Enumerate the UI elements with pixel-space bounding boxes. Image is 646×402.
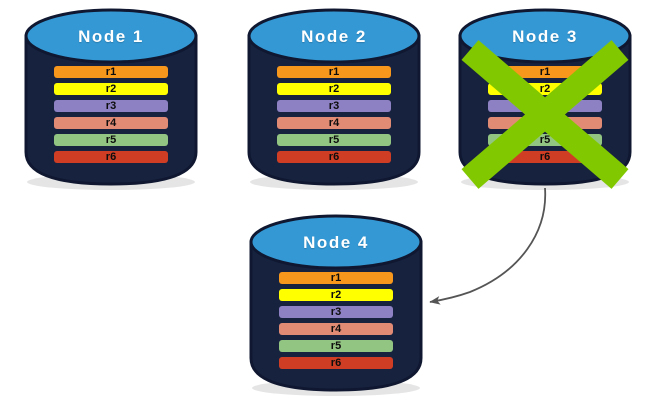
row-bar-r3[interactable]: r3 bbox=[279, 306, 393, 318]
row-label-r3: r3 bbox=[105, 100, 117, 112]
cylinder-top-ellipse bbox=[458, 8, 632, 64]
row-label-r5: r5 bbox=[105, 134, 117, 146]
row-bar-r2[interactable]: r2 bbox=[54, 83, 168, 95]
row-bar-r4[interactable]: r4 bbox=[54, 117, 168, 129]
row-bar-r1[interactable]: r1 bbox=[279, 272, 393, 284]
row-label-r5: r5 bbox=[539, 134, 551, 146]
row-label-r3: r3 bbox=[539, 100, 551, 112]
row-bar-r2[interactable]: r2 bbox=[279, 289, 393, 301]
row-label-r2: r2 bbox=[328, 83, 340, 95]
row-label-r6: r6 bbox=[105, 151, 117, 163]
row-bar-r3[interactable]: r3 bbox=[54, 100, 168, 112]
row-bar-r2[interactable]: r2 bbox=[277, 83, 391, 95]
row-label-r4: r4 bbox=[539, 117, 551, 129]
row-label-r1: r1 bbox=[328, 66, 340, 78]
row-label-r2: r2 bbox=[105, 83, 117, 95]
node-cylinder-node4[interactable]: Node 4 r1 r2 r3 r4 r5 r6 bbox=[247, 212, 425, 396]
cylinder-top-ellipse bbox=[24, 8, 198, 64]
row-bar-r6[interactable]: r6 bbox=[277, 151, 391, 163]
node-cylinder-node1[interactable]: Node 1 r1 r2 r3 r4 r5 r6 bbox=[22, 6, 200, 190]
row-label-r1: r1 bbox=[105, 66, 117, 78]
row-label-r5: r5 bbox=[330, 340, 342, 352]
row-bar-r3[interactable]: r3 bbox=[277, 100, 391, 112]
node-cylinder-node3[interactable]: Node 3 r1 r2 r3 r4 r5 r6 bbox=[456, 6, 634, 190]
row-bar-r2[interactable]: r2 bbox=[488, 83, 602, 95]
row-label-r4: r4 bbox=[328, 117, 340, 129]
row-stack-node2: r1 r2 r3 r4 r5 r6 bbox=[245, 66, 423, 163]
row-stack-node1: r1 r2 r3 r4 r5 r6 bbox=[22, 66, 200, 163]
failover-arrow bbox=[429, 187, 547, 305]
row-label-r4: r4 bbox=[330, 323, 342, 335]
row-bar-r4[interactable]: r4 bbox=[277, 117, 391, 129]
row-label-r3: r3 bbox=[328, 100, 340, 112]
row-bar-r5[interactable]: r5 bbox=[54, 134, 168, 146]
row-label-r2: r2 bbox=[330, 289, 342, 301]
row-label-r2: r2 bbox=[539, 83, 551, 95]
row-bar-r6[interactable]: r6 bbox=[488, 151, 602, 163]
row-bar-r6[interactable]: r6 bbox=[54, 151, 168, 163]
row-stack-node4: r1 r2 r3 r4 r5 r6 bbox=[247, 272, 425, 369]
row-bar-r5[interactable]: r5 bbox=[488, 134, 602, 146]
row-bar-r1[interactable]: r1 bbox=[54, 66, 168, 78]
cylinder-top-ellipse bbox=[249, 214, 423, 270]
cylinder-top-ellipse bbox=[247, 8, 421, 64]
row-label-r6: r6 bbox=[539, 151, 551, 163]
row-label-r4: r4 bbox=[105, 117, 117, 129]
row-label-r5: r5 bbox=[328, 134, 340, 146]
row-bar-r3[interactable]: r3 bbox=[488, 100, 602, 112]
row-bar-r5[interactable]: r5 bbox=[279, 340, 393, 352]
row-label-r6: r6 bbox=[330, 357, 342, 369]
row-bar-r4[interactable]: r4 bbox=[488, 117, 602, 129]
row-bar-r1[interactable]: r1 bbox=[488, 66, 602, 78]
row-bar-r1[interactable]: r1 bbox=[277, 66, 391, 78]
row-label-r6: r6 bbox=[328, 151, 340, 163]
row-label-r3: r3 bbox=[330, 306, 342, 318]
row-label-r1: r1 bbox=[539, 66, 551, 78]
row-label-r1: r1 bbox=[330, 272, 342, 284]
node-cylinder-node2[interactable]: Node 2 r1 r2 r3 r4 r5 r6 bbox=[245, 6, 423, 190]
row-stack-node3: r1 r2 r3 r4 r5 r6 bbox=[456, 66, 634, 163]
row-bar-r5[interactable]: r5 bbox=[277, 134, 391, 146]
row-bar-r4[interactable]: r4 bbox=[279, 323, 393, 335]
row-bar-r6[interactable]: r6 bbox=[279, 357, 393, 369]
